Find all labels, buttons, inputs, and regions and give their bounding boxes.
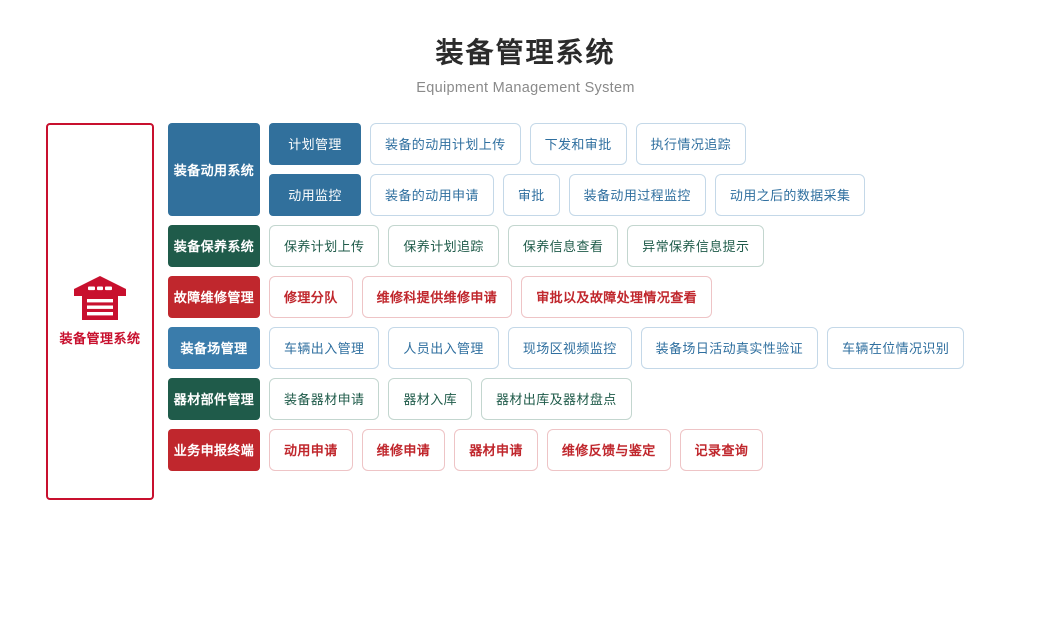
module-item[interactable]: 装备动用过程监控 xyxy=(568,173,706,216)
module-item[interactable]: 现场区视频监控 xyxy=(507,326,632,369)
module-row-器材部件管理: 器材部件管理装备器材申请器材入库器材出库及器材盘点 xyxy=(168,377,1051,420)
module-item[interactable]: 审批以及故障处理情况查看 xyxy=(521,275,713,318)
module-item[interactable]: 维修申请 xyxy=(361,428,446,471)
module-item-list: 装备器材申请器材入库器材出库及器材盘点 xyxy=(269,377,1051,420)
module-item[interactable]: 维修科提供维修申请 xyxy=(361,275,513,318)
subgroup-row-动用监控: 动用监控装备的动用申请审批装备动用过程监控动用之后的数据采集 xyxy=(269,173,1051,216)
page-title: 装备管理系统 xyxy=(435,37,616,68)
page-header: 装备管理系统 Equipment Management System xyxy=(0,0,1051,96)
module-row-装备动用系统: 装备动用系统计划管理装备的动用计划上传下发和审批执行情况追踪动用监控装备的动用申… xyxy=(168,122,1051,216)
module-item[interactable]: 动用申请 xyxy=(269,428,353,471)
module-item[interactable]: 装备的动用计划上传 xyxy=(370,122,521,165)
category-block-装备保养系统[interactable]: 装备保养系统 xyxy=(168,224,260,267)
warehouse-icon xyxy=(73,275,127,321)
module-item-list: 车辆出入管理人员出入管理现场区视频监控装备场日活动真实性验证车辆在位情况识别 xyxy=(269,326,1051,369)
module-item[interactable]: 修理分队 xyxy=(269,275,353,318)
module-item[interactable]: 记录查询 xyxy=(679,428,764,471)
module-item[interactable]: 器材申请 xyxy=(454,428,538,471)
module-item[interactable]: 人员出入管理 xyxy=(388,326,499,369)
module-item[interactable]: 执行情况追踪 xyxy=(635,122,747,165)
module-item[interactable]: 审批 xyxy=(502,173,560,216)
page-subtitle: Equipment Management System xyxy=(416,79,635,96)
module-item[interactable]: 装备器材申请 xyxy=(269,377,380,420)
hero-label: 装备管理系统 xyxy=(59,331,141,347)
category-block-故障维修管理[interactable]: 故障维修管理 xyxy=(168,275,260,318)
module-item[interactable]: 器材入库 xyxy=(388,377,473,420)
module-item[interactable]: 车辆出入管理 xyxy=(269,326,380,369)
module-item-list: 装备的动用申请审批装备动用过程监控动用之后的数据采集 xyxy=(370,173,1051,216)
category-block-器材部件管理[interactable]: 器材部件管理 xyxy=(168,377,260,420)
subgroup-column: 计划管理装备的动用计划上传下发和审批执行情况追踪动用监控装备的动用申请审批装备动… xyxy=(269,122,1051,216)
module-item[interactable]: 装备场日活动真实性验证 xyxy=(640,326,819,369)
module-item[interactable]: 维修反馈与鉴定 xyxy=(546,428,671,471)
category-block-业务申报终端[interactable]: 业务申报终端 xyxy=(168,428,260,471)
module-row-故障维修管理: 故障维修管理修理分队维修科提供维修申请审批以及故障处理情况查看 xyxy=(168,275,1051,318)
module-item[interactable]: 保养计划追踪 xyxy=(388,224,499,267)
module-rows: 装备动用系统计划管理装备的动用计划上传下发和审批执行情况追踪动用监控装备的动用申… xyxy=(168,122,1051,471)
category-block-装备动用系统[interactable]: 装备动用系统 xyxy=(168,122,260,216)
module-item[interactable]: 车辆在位情况识别 xyxy=(827,326,965,369)
module-item[interactable]: 器材出库及器材盘点 xyxy=(481,377,632,420)
module-item[interactable]: 装备的动用申请 xyxy=(370,173,494,216)
module-row-装备保养系统: 装备保养系统保养计划上传保养计划追踪保养信息查看异常保养信息提示 xyxy=(168,224,1051,267)
hero-panel[interactable]: 装备管理系统 xyxy=(46,122,154,500)
module-item-list: 保养计划上传保养计划追踪保养信息查看异常保养信息提示 xyxy=(269,224,1051,267)
module-item[interactable]: 异常保养信息提示 xyxy=(627,224,765,267)
category-block-装备场管理[interactable]: 装备场管理 xyxy=(168,326,260,369)
module-row-业务申报终端: 业务申报终端动用申请维修申请器材申请维修反馈与鉴定记录查询 xyxy=(168,428,1051,471)
module-item[interactable]: 下发和审批 xyxy=(529,122,627,165)
module-row-装备场管理: 装备场管理车辆出入管理人员出入管理现场区视频监控装备场日活动真实性验证车辆在位情… xyxy=(168,326,1051,369)
module-item[interactable]: 保养信息查看 xyxy=(507,224,619,267)
module-item[interactable]: 保养计划上传 xyxy=(269,224,380,267)
module-item-list: 修理分队维修科提供维修申请审批以及故障处理情况查看 xyxy=(269,275,1051,318)
subgroup-block-计划管理[interactable]: 计划管理 xyxy=(269,122,361,165)
module-item-list: 动用申请维修申请器材申请维修反馈与鉴定记录查询 xyxy=(269,428,1051,471)
module-item[interactable]: 动用之后的数据采集 xyxy=(714,173,866,216)
subgroup-row-计划管理: 计划管理装备的动用计划上传下发和审批执行情况追踪 xyxy=(269,122,1051,165)
subgroup-block-动用监控[interactable]: 动用监控 xyxy=(269,173,361,216)
module-item-list: 装备的动用计划上传下发和审批执行情况追踪 xyxy=(370,122,1051,165)
system-architecture-diagram: 装备管理系统 装备动用系统计划管理装备的动用计划上传下发和审批执行情况追踪动用监… xyxy=(0,122,1051,500)
